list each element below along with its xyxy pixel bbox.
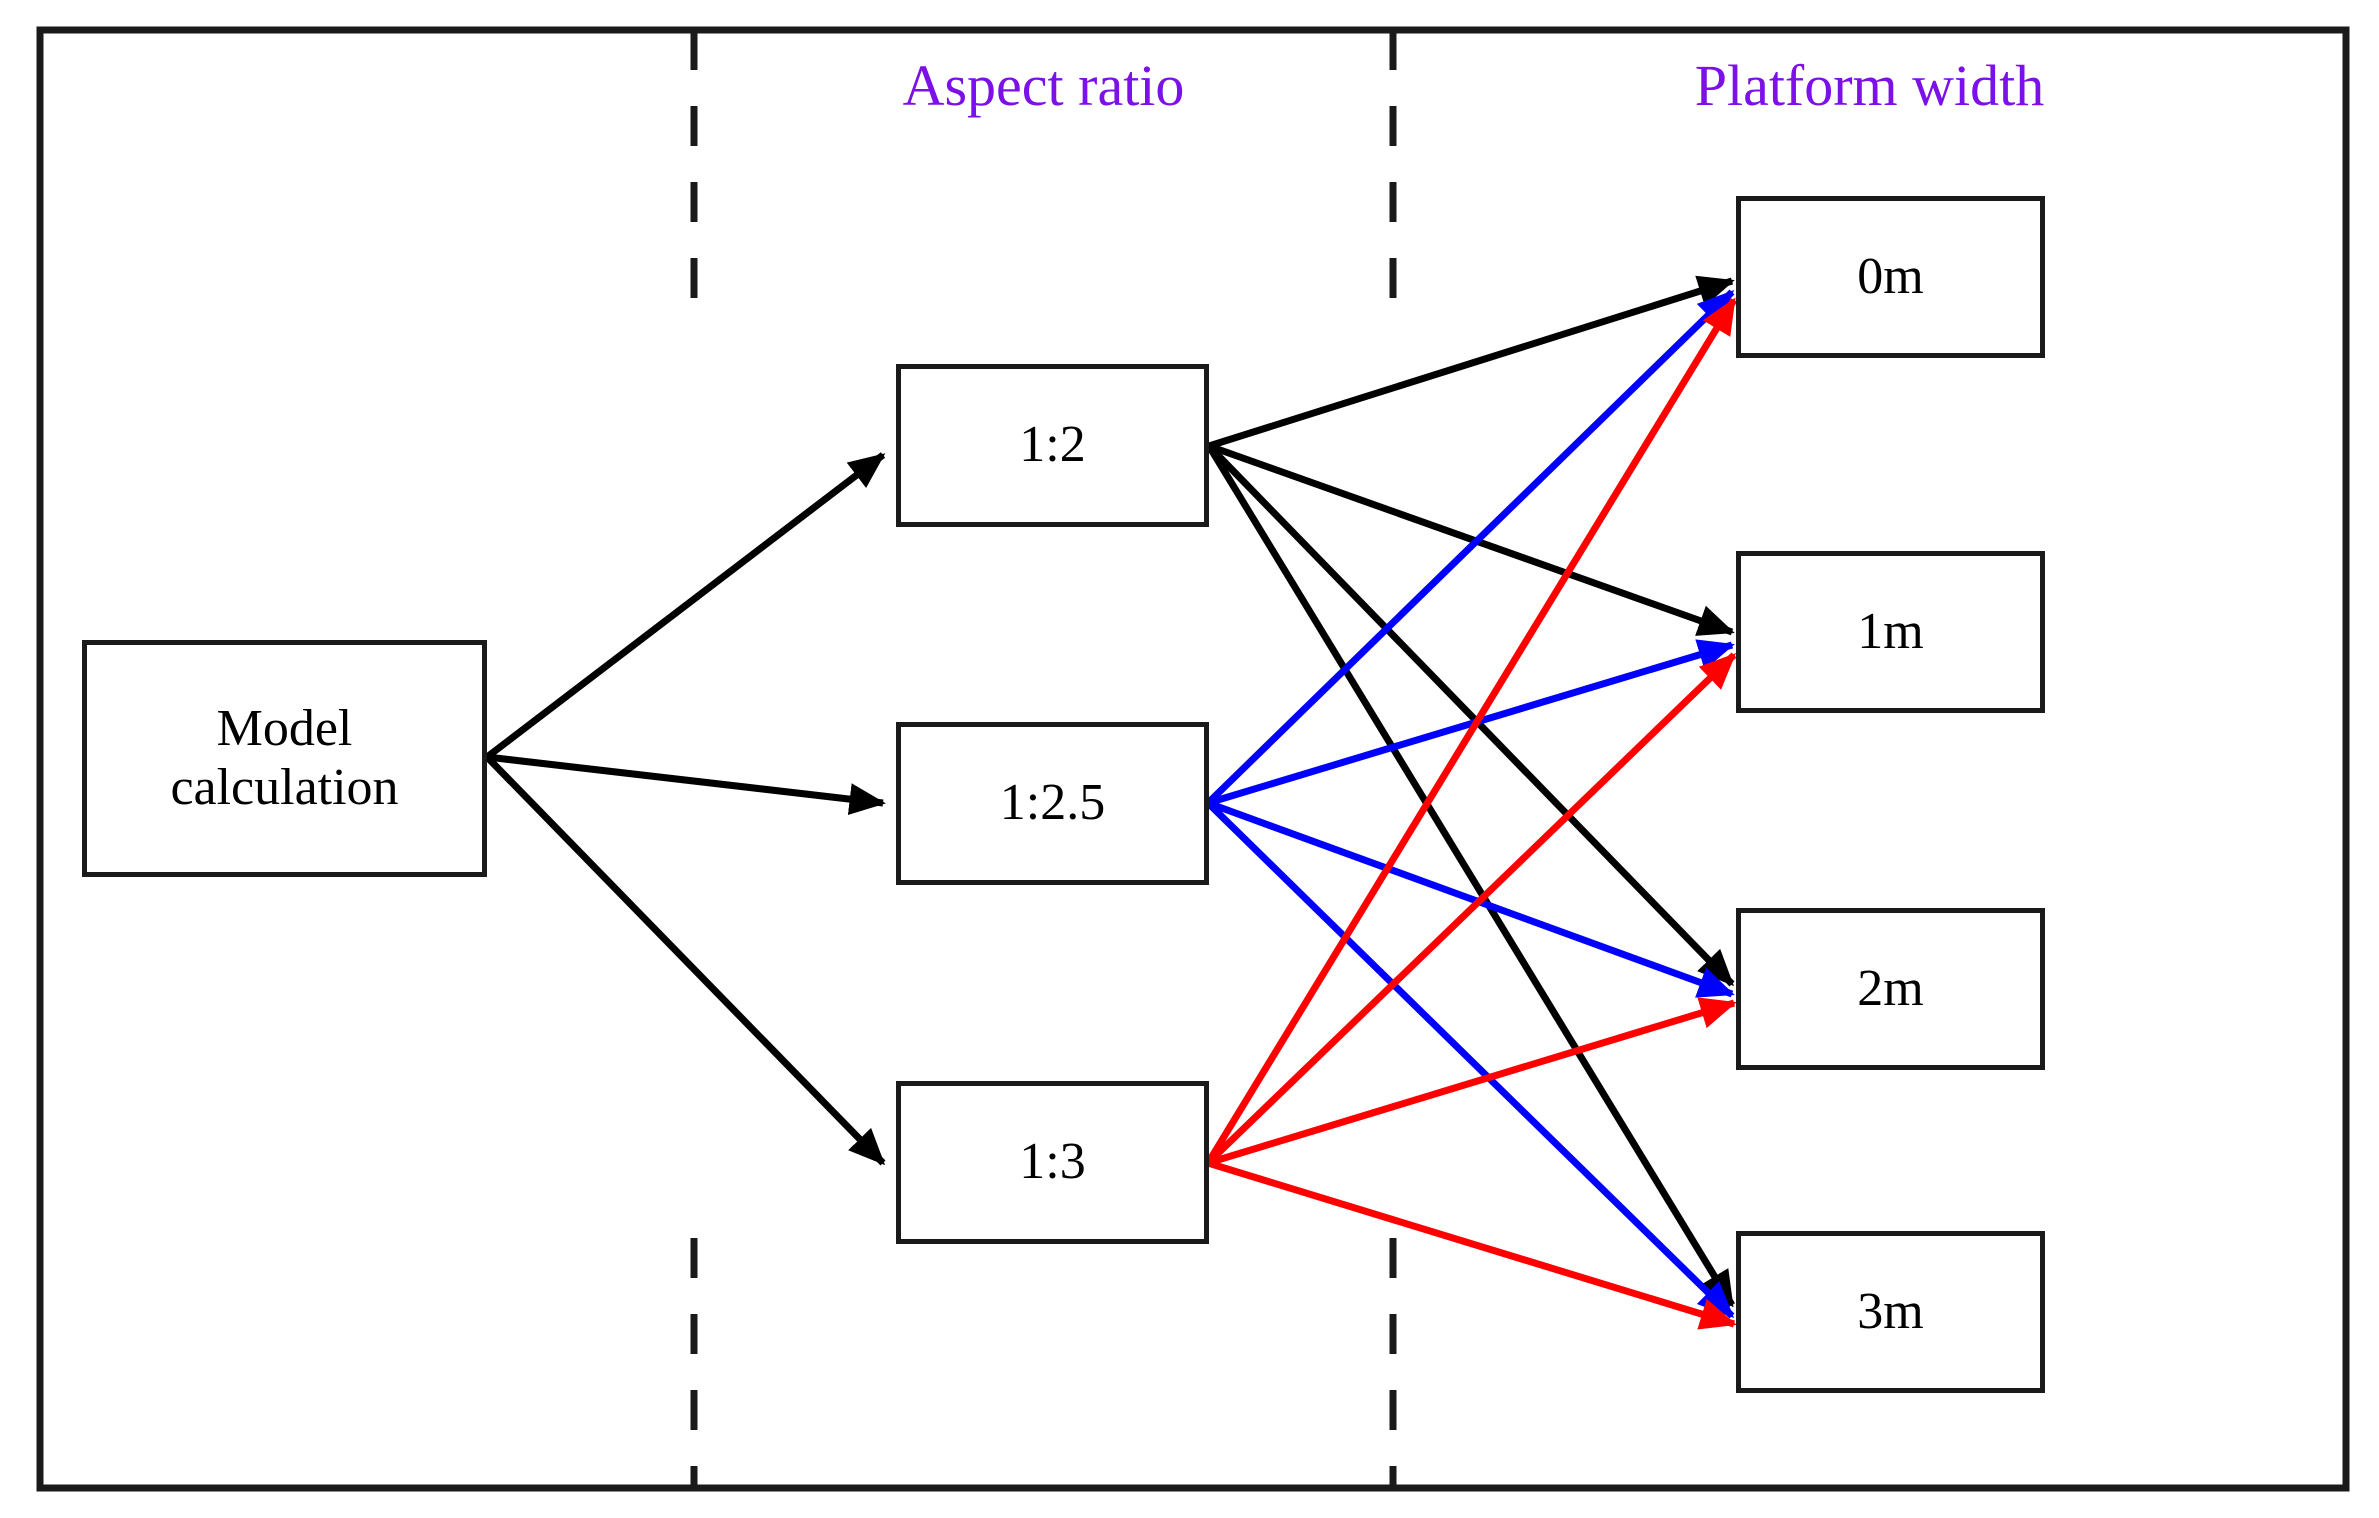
node-ratio-1-3-label: 1:3 [1019, 1133, 1086, 1191]
edge-model-to-1-2-5 [486, 753, 886, 816]
node-width-3m[interactable]: 3m [1736, 1231, 2045, 1393]
node-width-2m[interactable]: 2m [1736, 908, 2045, 1070]
edge-1-3-to-0m [1205, 297, 1737, 1165]
node-ratio-1-2[interactable]: 1:2 [896, 364, 1209, 527]
figure-border [36, 26, 2350, 1492]
node-width-0m-label: 0m [1857, 247, 1924, 305]
node-model-calculation-label: Model calculation [170, 700, 399, 816]
edge-1-2-to-0m [1207, 275, 1735, 450]
edge-1-2-5-to-0m [1205, 289, 1735, 806]
node-width-2m-label: 2m [1857, 959, 1924, 1017]
edges-root-to-ratio [484, 452, 886, 1166]
node-model-calculation[interactable]: Model calculation [82, 640, 487, 877]
edge-1-2-to-3m [1206, 444, 1735, 1308]
node-width-3m-label: 3m [1857, 1282, 1924, 1340]
edge-1-3-to-2m [1206, 997, 1737, 1167]
edge-1-2-to-2m [1206, 443, 1735, 987]
edges-ratio-1-2 [1206, 275, 1735, 1308]
edge-model-to-1-2 [484, 452, 886, 760]
node-ratio-1-2-5[interactable]: 1:2.5 [896, 722, 1209, 885]
edges-ratio-1-3 [1205, 297, 1737, 1330]
node-ratio-1-2-5-label: 1:2.5 [999, 774, 1106, 832]
node-width-0m[interactable]: 0m [1736, 196, 2045, 358]
edge-1-3-to-1m [1205, 652, 1737, 1166]
edge-1-2-to-1m [1207, 442, 1735, 636]
column-header-aspect-ratio: Aspect ratio [902, 53, 1185, 118]
node-ratio-1-3[interactable]: 1:3 [896, 1081, 1209, 1244]
edge-model-to-1-3 [484, 754, 886, 1166]
edges-ratio-1-2-5 [1205, 289, 1735, 1319]
edge-1-3-to-3m [1206, 1159, 1737, 1330]
node-width-1m[interactable]: 1m [1736, 551, 2045, 713]
edge-1-2-5-to-3m [1205, 800, 1735, 1319]
column-header-platform-width: Platform width [1694, 53, 2045, 118]
edge-1-2-5-to-2m [1206, 799, 1735, 998]
node-ratio-1-2-label: 1:2 [1019, 416, 1086, 474]
node-width-1m-label: 1m [1857, 602, 1924, 660]
edge-1-2-5-to-1m [1206, 639, 1735, 807]
